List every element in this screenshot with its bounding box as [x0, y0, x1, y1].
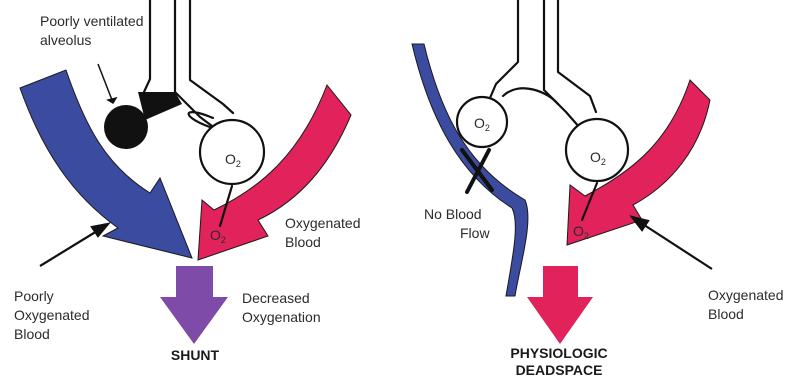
o2-symbol-right-vessel: O2	[573, 224, 589, 243]
label-line: Blood	[14, 325, 90, 344]
title-line: DEADSPACE	[494, 362, 624, 379]
poorly-oxygenated-pointer-arrow	[40, 224, 108, 266]
alveolus-pointer-arrow	[98, 64, 116, 103]
label-line: Decreased	[242, 289, 321, 308]
red-arrow-deadspace	[527, 266, 593, 344]
o2-symbol-left-alveolus: O2	[225, 152, 241, 171]
o2-symbol-right-alveolus-small: O2	[474, 116, 490, 135]
label-line: Poorly ventilated	[40, 12, 144, 31]
shunt-title: SHUNT	[158, 347, 232, 364]
label-line: Oxygenated	[285, 214, 361, 233]
oxygenated-pointer-arrow	[632, 217, 712, 269]
label-line: Blood	[285, 233, 361, 252]
label-line: Flow	[424, 224, 490, 243]
purple-arrow-shunt	[160, 266, 228, 344]
o2-symbol-left-vessel: O2	[210, 228, 226, 247]
label-line: No Blood	[424, 205, 490, 224]
title-line: PHYSIOLOGIC	[494, 345, 624, 362]
label-line: Blood	[708, 305, 784, 324]
label-line: Oxygenation	[242, 308, 321, 327]
label-line: Oxygenated	[14, 306, 90, 325]
no-blood-flow-label: No Blood Flow	[424, 205, 490, 243]
decreased-oxygenation-label: Decreased Oxygenation	[242, 289, 321, 327]
label-line: alveolus	[40, 31, 144, 50]
poorly-ventilated-alveolus-label: Poorly ventilated alveolus	[40, 12, 144, 50]
oxygenated-blood-label-left: Oxygenated Blood	[285, 214, 361, 252]
physiologic-deadspace-title: PHYSIOLOGIC DEADSPACE	[494, 345, 624, 379]
oxygenated-blood-label-right: Oxygenated Blood	[708, 286, 784, 324]
o2-symbol-right-alveolus-large: O2	[590, 150, 606, 169]
poorly-ventilated-alveolus	[104, 92, 182, 149]
blue-vessel-deadspace	[412, 44, 528, 296]
label-line: Poorly	[14, 287, 90, 306]
label-line: Oxygenated	[708, 286, 784, 305]
poorly-oxygenated-blood-label: Poorly Oxygenated Blood	[14, 287, 90, 344]
